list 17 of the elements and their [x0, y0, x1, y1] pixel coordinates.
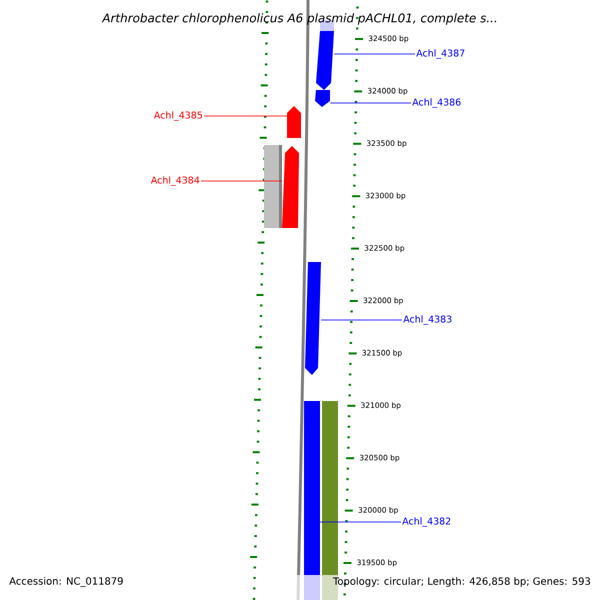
gene-label: Achl_4386: [412, 98, 461, 108]
gene-label: Achl_4382: [402, 517, 450, 527]
gene-block: [315, 90, 330, 107]
gene-label: Achl_4383: [403, 315, 452, 325]
gene-block: [304, 401, 320, 600]
gene-block: [282, 146, 299, 228]
leader-line: [200, 180, 282, 182]
gene-label: Achl_4384: [150, 176, 200, 186]
summary-text: Topology: circular; Length: 426,858 bp; Genes: 593: [332, 577, 590, 587]
title: Arthrobacter chlorophenolicus A6 plasmid pACHL01, complete s...: [102, 13, 496, 25]
gene-block: [287, 106, 301, 138]
gene-block: [264, 145, 282, 228]
leader-line: [330, 102, 412, 104]
gene-label: Achl_4385: [154, 111, 202, 121]
accession-text: Accession: NC_011879: [9, 577, 123, 587]
gene-block: [305, 262, 321, 375]
gene-label: Achl_4387: [416, 49, 464, 59]
